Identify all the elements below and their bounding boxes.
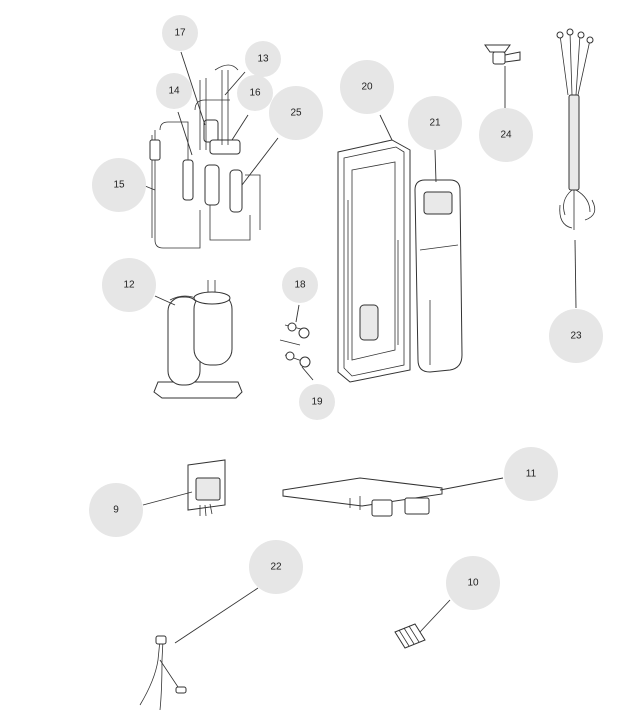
callout-22: 22 (249, 540, 303, 594)
control-pcb (282, 477, 443, 517)
callout-label: 18 (294, 280, 306, 291)
sensor-cable (556, 28, 596, 230)
callout-23: 23 (549, 309, 603, 363)
transformer (187, 459, 226, 517)
callout-label: 23 (570, 331, 582, 342)
callout-label: 13 (257, 54, 269, 65)
wire-harness (139, 635, 187, 711)
callout-11: 11 (504, 447, 558, 501)
piping-assembly (149, 64, 261, 249)
callout-label: 20 (361, 82, 373, 93)
callout-17: 17 (162, 15, 198, 51)
callout-25: 25 (269, 86, 323, 140)
callout-21: 21 (408, 96, 462, 150)
callout-18: 18 (282, 267, 318, 303)
callout-label: 22 (270, 562, 282, 573)
callout-label: 24 (500, 130, 512, 141)
callout-label: 17 (174, 28, 186, 39)
callout-15: 15 (92, 158, 146, 212)
callout-16: 16 (237, 75, 273, 111)
terminal-block (394, 623, 426, 649)
callout-9: 9 (89, 483, 143, 537)
compressor (153, 280, 243, 399)
callout-19: 19 (299, 384, 335, 420)
drain-fitting (484, 44, 521, 65)
callout-10: 10 (446, 556, 500, 610)
callout-24: 24 (479, 108, 533, 162)
callout-12: 12 (102, 258, 156, 312)
callout-14: 14 (156, 73, 192, 109)
valve-connectors (279, 322, 311, 368)
callout-13: 13 (245, 41, 281, 77)
front-cover (414, 179, 463, 373)
callout-label: 21 (429, 118, 441, 129)
callout-label: 16 (249, 88, 261, 99)
callout-label: 15 (113, 180, 125, 191)
callout-20: 20 (340, 60, 394, 114)
callout-label: 11 (526, 469, 537, 480)
callout-label: 14 (168, 86, 180, 97)
callout-label: 19 (311, 397, 323, 408)
back-panel (337, 139, 411, 383)
callout-label: 25 (290, 108, 302, 119)
leader-lines (142, 51, 577, 644)
callout-label: 10 (467, 578, 479, 589)
callout-label: 9 (113, 505, 119, 516)
callout-label: 12 (123, 280, 135, 291)
